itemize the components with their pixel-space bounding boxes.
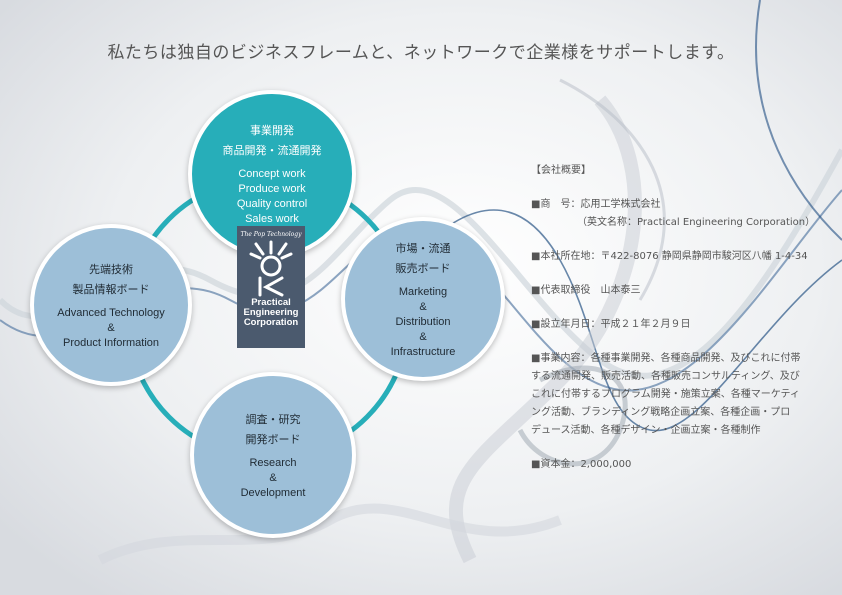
business-line: デュース活動、各種デザイン・企画立案・各種制作 — [531, 425, 761, 436]
circle-en-line: Marketing — [398, 285, 448, 298]
circle-en-block: Concept work Produce work Quality contro… — [237, 167, 307, 227]
circle-en-line: Infrastructure — [390, 345, 456, 358]
advanced-technology-circle: 先端技術 製品情報ボード Advanced Technology & Produ… — [30, 224, 192, 386]
circle-en-block: Research & Development — [241, 456, 306, 501]
circle-en-line: & — [419, 300, 427, 313]
circle-en-line: Product Information — [63, 336, 159, 349]
business-line: する流通開発、販売活動、各種販売コンサルティング、及び — [531, 371, 800, 382]
circle-jp-line: 調査・研究 — [245, 412, 301, 426]
company-representative: ■代表取締役 山本泰三 — [531, 285, 641, 296]
circle-jp-line: 事業開発 — [250, 124, 294, 137]
circle-jp-line: 製品情報ボード — [72, 282, 150, 296]
circle-en-line: Development — [240, 486, 306, 499]
circle-jp-line: 販売ボード — [395, 261, 451, 275]
headline: 私たちは独自のビジネスフレームと、ネットワークで企業様をサポートします。 — [107, 43, 735, 63]
logo-name-line: Practical — [251, 297, 291, 308]
overview-heading: 【会社概要】 — [531, 165, 591, 176]
circle-en-line: Quality control — [236, 198, 308, 210]
company-overview: 【会社概要】 ■商 号：応用工学株式会社 （英文名称：Practical Eng… — [531, 162, 831, 490]
company-established: ■設立年月日：平成２１年２月９日 — [531, 319, 691, 330]
circle-en-line: Distribution — [395, 315, 451, 328]
circle-jp-line: 先端技術 — [89, 262, 133, 276]
logo-tagline: The Pop Technology — [240, 231, 302, 238]
business-line: ング活動、ブランディング戦略企画立案、各種企画・プロ — [531, 407, 791, 418]
circle-en-line: & — [269, 471, 277, 484]
company-logo: The Pop Technology Practical Engineering… — [237, 226, 305, 348]
circle-jp-line: 商品開発・流通開発 — [222, 144, 322, 157]
circle-en-line: Advanced Technology — [57, 306, 165, 319]
company-name: ■商 号：応用工学株式会社 — [531, 199, 661, 210]
company-business: ■事業内容：各種事業開発、各種商品開発、及びこれに付帯 する流通開発、販売活動、… — [531, 350, 831, 440]
circle-en-line: & — [419, 330, 427, 343]
circle-jp-line: 開発ボード — [245, 432, 301, 446]
logo-name-line: Engineering — [243, 307, 299, 318]
circle-en-line: Concept work — [238, 168, 306, 180]
crown-ok-logo-icon — [249, 240, 293, 297]
company-name-block: ■商 号：応用工学株式会社 （英文名称：Practical Engineerin… — [531, 196, 831, 232]
circle-en-block: Advanced Technology & Product Informatio… — [57, 306, 164, 351]
business-development-circle: 事業開発 商品開発・流通開発 Concept work Produce work… — [188, 90, 356, 258]
circle-jp-line: 市場・流通 — [395, 241, 451, 255]
business-line: これに付帯するプログラム開発・施策立案、各種マーケティ — [531, 389, 800, 400]
business-line: ■事業内容：各種事業開発、各種商品開発、及びこれに付帯 — [531, 353, 801, 364]
logo-name-line: Corporation — [243, 317, 299, 328]
circle-en-line: Produce work — [238, 183, 306, 195]
company-capital: ■資本金：2,000,000 — [531, 459, 632, 470]
marketing-circle: 市場・流通 販売ボード Marketing & Distribution & I… — [341, 217, 505, 381]
company-address: ■本社所在地：〒422-8076 静岡県静岡市駿河区八幡 1-4-34 — [531, 251, 808, 262]
company-name-en: （英文名称：Practical Engineering Corporation） — [577, 217, 816, 228]
circle-en-line: Research — [249, 456, 297, 469]
circle-en-block: Marketing & Distribution & Infrastructur… — [391, 285, 456, 360]
circle-en-line: & — [107, 321, 115, 334]
research-development-circle: 調査・研究 開発ボード Research & Development — [190, 372, 356, 538]
circle-en-line: Sales work — [245, 213, 299, 225]
